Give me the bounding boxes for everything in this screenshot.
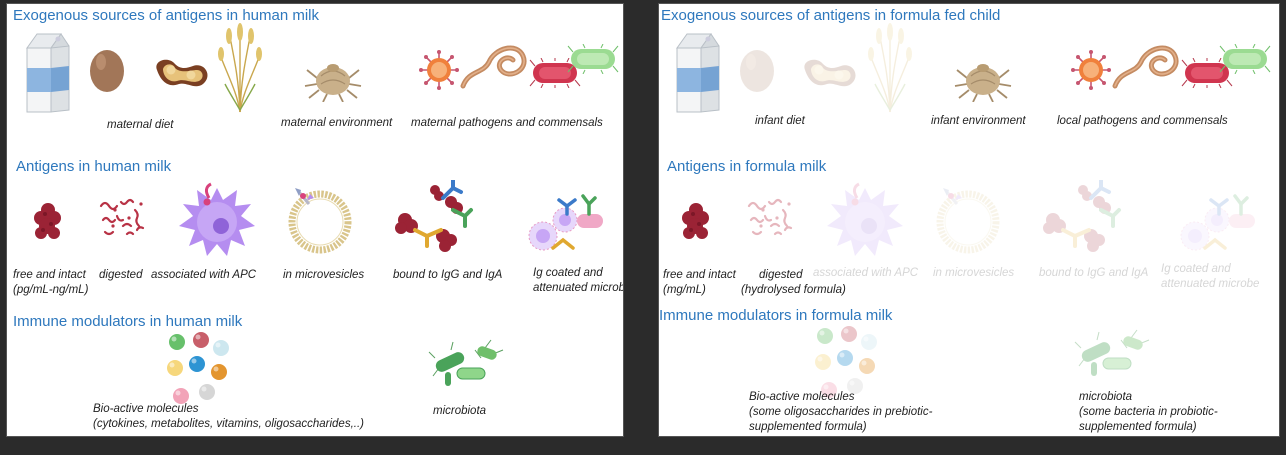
commensal-bacterium-icon bbox=[567, 44, 619, 74]
caption-apc: associated with APC bbox=[151, 269, 257, 281]
ig-coated-microbe-icon bbox=[523, 190, 613, 260]
caption-digested: digested bbox=[759, 269, 803, 281]
caption-free-concentration: (mg/mL) bbox=[663, 284, 706, 296]
heading-sources-human: Exogenous sources of antigens in human m… bbox=[13, 7, 320, 24]
caption-free-intact: free and intact bbox=[663, 269, 736, 281]
apc-cell-icon bbox=[825, 180, 905, 260]
dust-mite-icon bbox=[303, 56, 363, 102]
egg-icon bbox=[87, 44, 127, 94]
caption-digested: digested bbox=[99, 269, 143, 281]
virus-icon bbox=[1071, 50, 1111, 90]
caption-infant-diet: infant diet bbox=[755, 115, 805, 127]
caption-maternal-pathogens: maternal pathogens and commensals bbox=[411, 117, 603, 129]
peanut-icon bbox=[799, 54, 861, 96]
worm-icon bbox=[1111, 40, 1181, 90]
caption-attenuated-microbe: attenuated microbe bbox=[1161, 278, 1260, 290]
heading-antigens-human: Antigens in human milk bbox=[16, 158, 172, 175]
caption-bioactive: Bio-active molecules bbox=[749, 391, 855, 403]
caption-prebiotic: (some oligosaccharides in prebiotic- bbox=[749, 406, 933, 418]
caption-bioactive-list: (cytokines, metabolites, vitamins, oligo… bbox=[93, 418, 364, 430]
caption-apc: associated with APC bbox=[813, 267, 919, 279]
panel-human-milk: Exogenous sources of antigens in human m… bbox=[6, 3, 624, 437]
microbiota-icon bbox=[425, 338, 505, 388]
virus-icon bbox=[419, 50, 459, 90]
caption-ig-coated: Ig coated and bbox=[1161, 263, 1231, 275]
microvesicle-icon bbox=[933, 184, 1003, 254]
caption-infant-environment: infant environment bbox=[931, 115, 1026, 127]
caption-bound-igg-iga: bound to IgG and IgA bbox=[393, 269, 503, 281]
caption-microbiota: microbiota bbox=[1079, 391, 1133, 403]
caption-microvesicles: in microvesicles bbox=[283, 269, 365, 281]
caption-maternal-environment: maternal environment bbox=[281, 117, 393, 129]
caption-maternal-diet: maternal diet bbox=[107, 119, 174, 131]
caption-bound-igg-iga: bound to IgG and IgA bbox=[1039, 267, 1149, 279]
worm-icon bbox=[459, 40, 529, 90]
immune-complex-icon bbox=[391, 180, 481, 260]
caption-local-pathogens: local pathogens and commensals bbox=[1057, 115, 1228, 127]
free-antigen-icon bbox=[33, 202, 63, 242]
caption-probiotic: (some bacteria in probiotic- bbox=[1079, 406, 1218, 418]
digested-antigen-icon bbox=[97, 196, 147, 240]
free-antigen-icon bbox=[681, 202, 711, 242]
milk-carton-icon bbox=[21, 30, 73, 116]
digested-antigen-icon bbox=[745, 196, 795, 240]
dust-mite-icon bbox=[953, 56, 1013, 102]
commensal-bacterium-icon bbox=[1219, 44, 1271, 74]
caption-microbiota: microbiota bbox=[433, 405, 487, 417]
microvesicle-icon bbox=[285, 184, 355, 254]
heading-antigens-formula: Antigens in formula milk bbox=[667, 158, 827, 175]
caption-microvesicles: in microvesicles bbox=[933, 267, 1015, 279]
immune-complex-icon bbox=[1039, 180, 1129, 260]
caption-free-intact: free and intact bbox=[13, 269, 86, 281]
heading-modulators-formula: Immune modulators in formula milk bbox=[659, 307, 893, 324]
panel-formula-milk: Exogenous sources of antigens in formula… bbox=[658, 3, 1280, 437]
caption-hydrolysed-formula: (hydrolysed formula) bbox=[741, 284, 846, 296]
caption-attenuated-microbe: attenuated microbe bbox=[533, 282, 624, 294]
egg-icon bbox=[737, 44, 777, 94]
caption-bioactive: Bio-active molecules bbox=[93, 403, 199, 415]
heading-modulators-human: Immune modulators in human milk bbox=[13, 313, 243, 330]
wheat-icon bbox=[215, 22, 265, 114]
peanut-icon bbox=[151, 54, 213, 96]
caption-free-concentration: (pg/mL-ng/mL) bbox=[13, 284, 89, 296]
caption-probiotic-formula: supplemented formula) bbox=[1079, 421, 1197, 433]
heading-sources-formula: Exogenous sources of antigens in formula… bbox=[661, 7, 1001, 24]
wheat-icon bbox=[865, 22, 915, 114]
ig-coated-microbe-icon bbox=[1175, 190, 1265, 260]
caption-ig-coated: Ig coated and bbox=[533, 267, 603, 279]
apc-cell-icon bbox=[177, 180, 257, 260]
microbiota-icon bbox=[1071, 328, 1151, 378]
caption-prebiotic-formula: supplemented formula) bbox=[749, 421, 867, 433]
milk-carton-icon bbox=[671, 30, 723, 116]
